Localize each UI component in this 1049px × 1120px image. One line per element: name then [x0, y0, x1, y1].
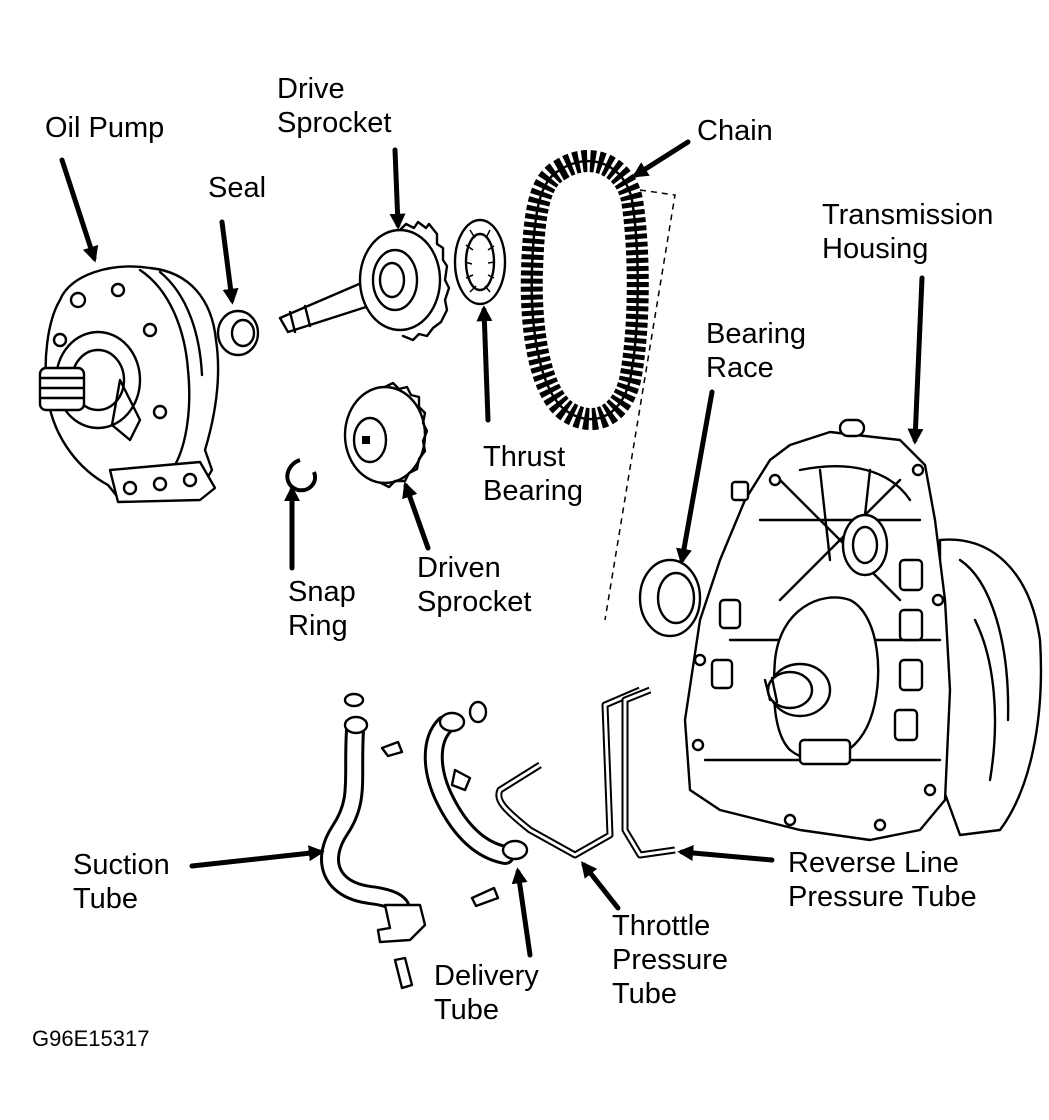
label-oil-pump: Oil Pump	[45, 112, 164, 144]
driven-sprocket-part	[343, 381, 429, 489]
suction-tube-part	[320, 692, 427, 990]
arrow-bearing-race	[676, 389, 715, 565]
label-drive-sprocket-line2: Sprocket	[277, 107, 391, 139]
transmission-housing-part	[683, 418, 1043, 842]
label-suction-tube-line2: Tube	[73, 883, 138, 915]
drive-sprocket-part	[278, 220, 451, 342]
callout-labels: Oil Pump Seal Drive Sprocket Chain Trans…	[32, 73, 993, 1051]
label-transmission-housing-line2: Housing	[822, 233, 928, 265]
label-bearing-race-line1: Bearing	[706, 318, 806, 350]
arrow-chain	[631, 139, 691, 178]
label-throttle-pressure-tube-line2: Pressure	[612, 944, 728, 976]
callout-arrows	[59, 139, 925, 958]
label-suction-tube-line1: Suction	[73, 849, 170, 881]
label-chain: Chain	[697, 115, 773, 147]
arrow-delivery-tube	[511, 867, 533, 958]
reverse-line-pressure-tube-part	[621, 686, 676, 859]
label-snap-ring-line1: Snap	[288, 576, 356, 608]
chain-part	[520, 150, 676, 621]
arrow-thrust-bearing	[476, 305, 493, 423]
label-driven-sprocket-line1: Driven	[417, 552, 501, 584]
snap-ring-part	[285, 458, 317, 493]
arrow-suction-tube	[189, 845, 325, 869]
arrow-transmission-housing	[907, 275, 925, 445]
arrow-throttle-pressure-tube	[581, 861, 621, 911]
label-thrust-bearing-line1: Thrust	[483, 441, 565, 473]
label-delivery-tube-line2: Tube	[434, 994, 499, 1026]
bearing-race-part	[638, 558, 702, 638]
arrow-drive-sprocket	[389, 147, 406, 230]
throttle-pressure-tube-part	[495, 686, 642, 859]
label-thrust-bearing-line2: Bearing	[483, 475, 583, 507]
label-transmission-housing-line1: Transmission	[822, 199, 993, 231]
label-drive-sprocket-line1: Drive	[277, 73, 345, 105]
label-bearing-race-line2: Race	[706, 352, 774, 384]
thrust-bearing-part	[453, 218, 507, 306]
label-reverse-line-pressure-tube-line1: Reverse Line	[788, 847, 959, 879]
label-seal: Seal	[208, 172, 266, 204]
figure-code: G96E15317	[32, 1026, 149, 1051]
arrow-reverse-line-pressure-tube	[677, 845, 775, 863]
label-snap-ring-line2: Ring	[288, 610, 348, 642]
label-driven-sprocket-line2: Sprocket	[417, 586, 531, 618]
arrow-driven-sprocket	[402, 481, 431, 551]
delivery-tube-part	[423, 700, 529, 908]
label-reverse-line-pressure-tube-line2: Pressure Tube	[788, 881, 977, 913]
label-throttle-pressure-tube-line1: Throttle	[612, 910, 710, 942]
oil-pump-part	[38, 265, 220, 504]
label-throttle-pressure-tube-line3: Tube	[612, 978, 677, 1010]
seal-part	[216, 309, 260, 357]
arrow-seal	[219, 219, 239, 305]
arrow-oil-pump	[59, 157, 99, 263]
label-delivery-tube-line1: Delivery	[434, 960, 539, 992]
